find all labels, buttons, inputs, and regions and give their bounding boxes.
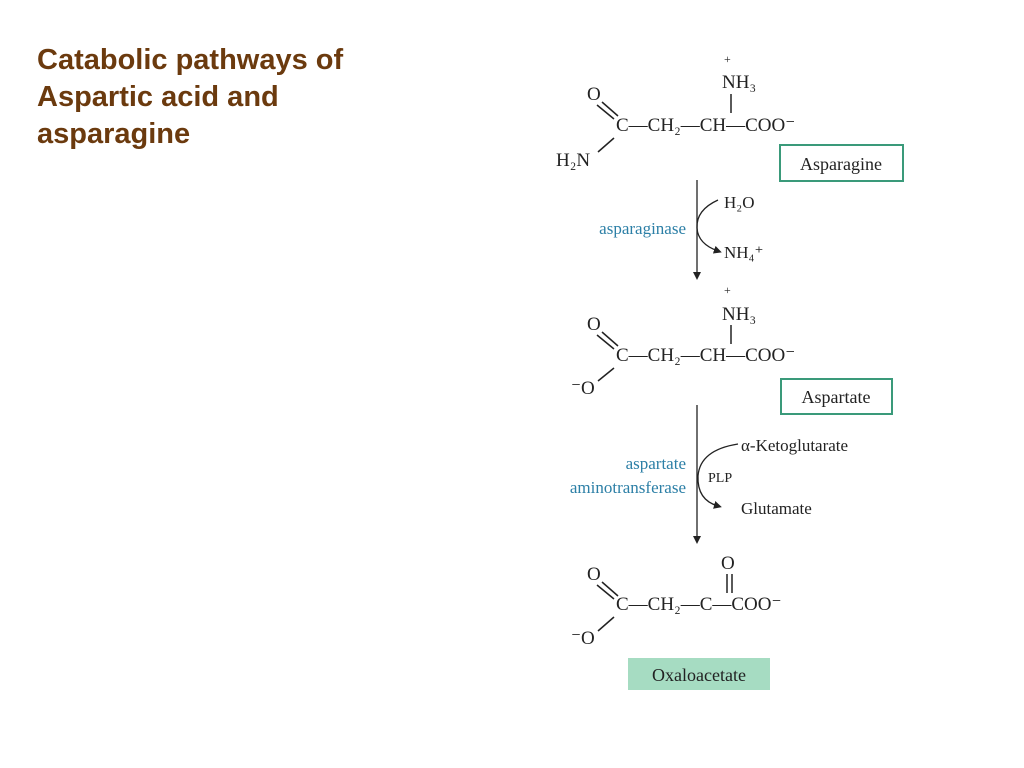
aspartate-carboxylate-bond	[597, 367, 615, 382]
oxaloacetate-label: Oxaloacetate	[652, 665, 746, 685]
asparagine-chain: C—CH₂—CH—COO⁻	[616, 115, 795, 136]
asparagine-carbonyl-o: O	[587, 84, 601, 105]
asparagine-label: Asparagine	[800, 154, 882, 174]
oxaloacetate-carboxylate-o: ⁻O	[571, 628, 595, 649]
step1-enzyme: asparaginase	[599, 219, 686, 238]
asparagine-amide-group: H₂N	[556, 150, 590, 171]
oxaloacetate-carbonyl-o: O	[587, 564, 601, 585]
step1-side-arrow	[696, 199, 722, 254]
title-line-3: asparagine	[37, 118, 191, 150]
aspartate-double-bond-b	[601, 331, 619, 347]
step2-reaction: aspartate aminotransferase PLP α-Ketoglu…	[570, 405, 848, 544]
asparagine-label-box: Asparagine	[779, 144, 904, 182]
aspartate-amine: NH₃	[722, 304, 756, 325]
aspartate-amine-charge: +	[724, 283, 731, 297]
step1-ammonium: NH₄⁺	[724, 243, 763, 262]
oxaloacetate-keto-o: O	[721, 553, 735, 574]
aspartate-double-bond-a	[596, 334, 615, 350]
aspartate-carbonyl-o: O	[587, 314, 601, 335]
aspartate-chain: C—CH₂—CH—COO⁻	[616, 345, 795, 366]
step2-cofactor: PLP	[708, 471, 732, 486]
oxaloacetate-double-bond-b	[601, 581, 619, 597]
title-line-2: Aspartic acid and	[37, 81, 279, 113]
step2-glutamate: Glutamate	[741, 499, 812, 518]
asparagine-amine-charge: +	[724, 52, 731, 66]
oxaloacetate-carboxylate-bond	[597, 616, 615, 632]
asparagine-double-bond-a	[596, 104, 615, 120]
asparagine-box	[779, 144, 904, 182]
asparagine-structure: + NH₃ O C—CH₂—CH—COO⁻ H₂N	[556, 52, 795, 171]
oxaloacetate-box	[628, 658, 770, 690]
oxaloacetate-double-bond-a	[596, 584, 615, 600]
asparagine-amide-bond	[597, 137, 615, 153]
asparagine-amine: NH₃	[722, 72, 756, 93]
slide-title: Catabolic pathways of Aspartic acid and …	[37, 42, 437, 153]
step2-enzyme-line1: aspartate	[626, 454, 686, 473]
aspartate-box	[780, 378, 893, 415]
step2-enzyme-line2: aminotransferase	[570, 478, 686, 497]
aspartate-label-box: Aspartate	[780, 378, 893, 415]
asparagine-double-bond-b	[601, 101, 619, 117]
step2-side-arrow	[697, 443, 739, 509]
step1-reaction: asparaginase H₂O NH₄⁺	[599, 180, 763, 280]
title-line-1: Catabolic pathways of	[37, 44, 344, 76]
oxaloacetate-structure: O O C—CH₂—C—COO⁻ ⁻O	[571, 553, 782, 649]
step2-alpha-ketoglutarate: α-Ketoglutarate	[741, 436, 848, 455]
step1-water: H₂O	[724, 193, 754, 212]
aspartate-structure: + NH₃ O C—CH₂—CH—COO⁻ ⁻O	[571, 283, 795, 399]
aspartate-carboxylate-o: ⁻O	[571, 378, 595, 399]
oxaloacetate-label-box: Oxaloacetate	[628, 658, 770, 690]
oxaloacetate-chain: C—CH₂—C—COO⁻	[616, 594, 782, 615]
aspartate-label: Aspartate	[802, 387, 871, 407]
